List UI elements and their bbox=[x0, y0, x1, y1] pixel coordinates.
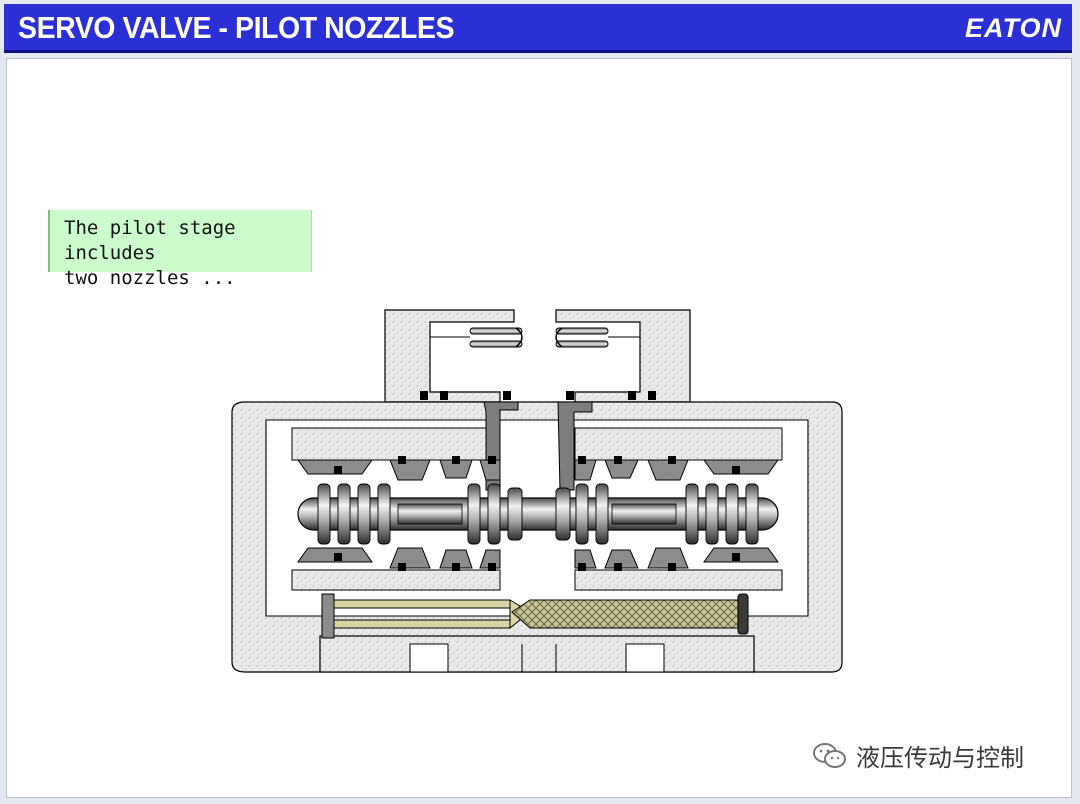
title-bar: SERVO VALVE - PILOT NOZZLES EATON bbox=[4, 4, 1072, 53]
pilot-nozzle-right bbox=[555, 327, 640, 348]
slide-title: SERVO VALVE - PILOT NOZZLES bbox=[18, 10, 455, 45]
watermark: 液压传动与控制 bbox=[812, 738, 1024, 773]
filter-assembly bbox=[321, 593, 749, 639]
pilot-housing-right bbox=[555, 309, 691, 403]
main-spool bbox=[297, 483, 779, 545]
watermark-text: 液压传动与控制 bbox=[856, 744, 1024, 772]
callout-box: The pilot stage includes two nozzles ... bbox=[48, 210, 312, 289]
wechat-icon bbox=[813, 742, 846, 768]
pilot-nozzle-left bbox=[430, 327, 523, 348]
valve-base bbox=[319, 635, 755, 673]
pilot-housing-left bbox=[384, 309, 515, 403]
eaton-logo: EATON bbox=[964, 13, 1062, 43]
